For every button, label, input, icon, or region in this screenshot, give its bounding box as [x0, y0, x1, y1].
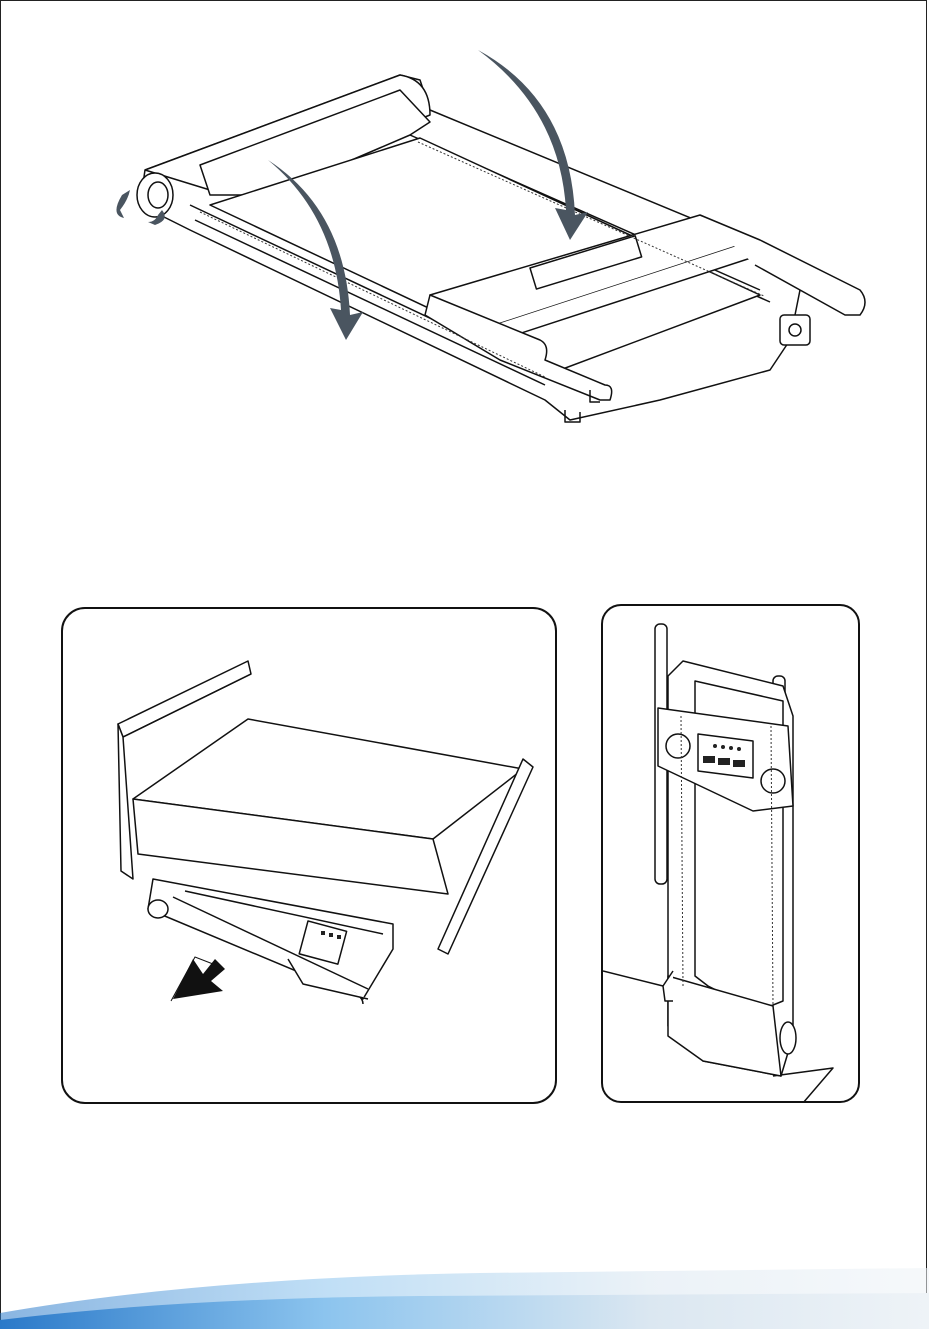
under-bed-storage-panel — [61, 607, 557, 1104]
treadmill-upright-illustration — [603, 606, 860, 1103]
upright-storage-panel — [601, 604, 860, 1103]
treadmill-under-bed-illustration — [63, 609, 557, 1104]
decorative-footer-band — [0, 1268, 929, 1329]
treadmill-folding-illustration — [100, 40, 880, 430]
